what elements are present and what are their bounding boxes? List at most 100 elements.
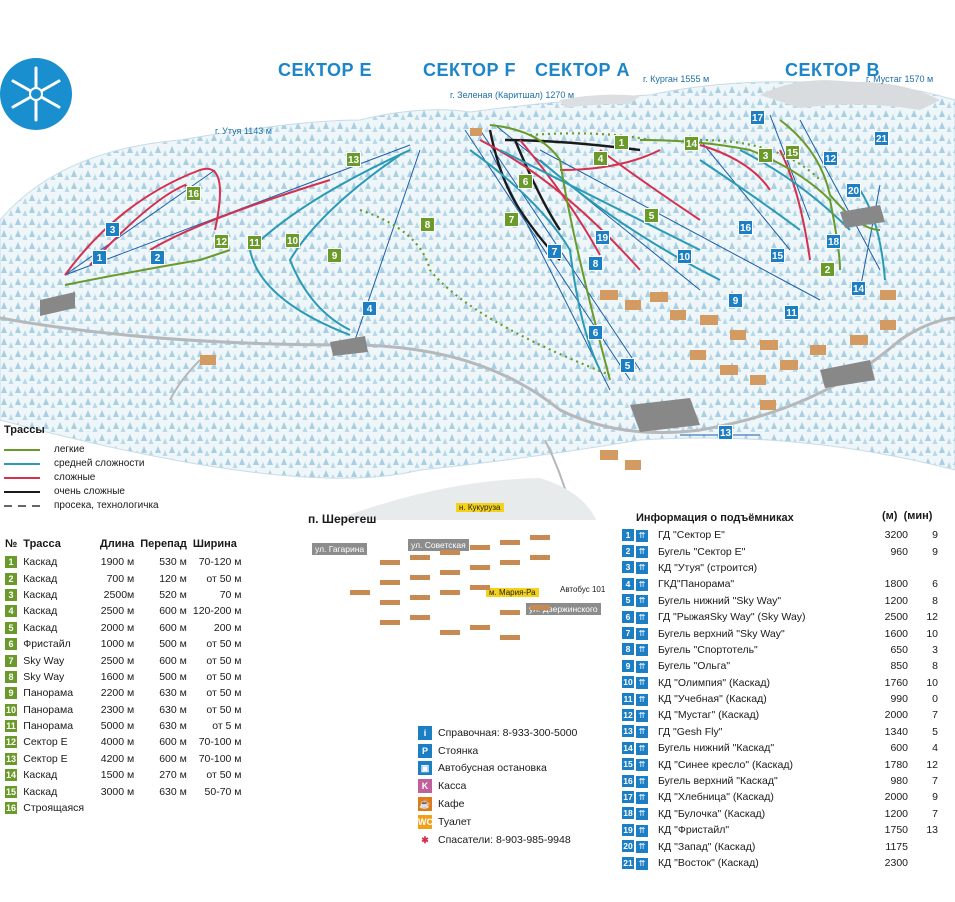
trail-badge-2[interactable]: 2 (820, 262, 835, 277)
resort-map: СЕКТОР E СЕКТОР F СЕКТОР A СЕКТОР B г. У… (0, 58, 955, 667)
lift-badge-9[interactable]: 9 (728, 293, 743, 308)
trail-length: 2500м (103, 588, 135, 601)
cafe-icon: ☕ (418, 797, 432, 812)
trail-badge-4[interactable]: 4 (593, 151, 608, 166)
lift-badge-6[interactable]: 6 (588, 325, 603, 340)
trail-badge-1[interactable]: 1 (614, 135, 629, 150)
trail-badge-7[interactable]: 7 (504, 212, 519, 227)
peak-kurgan: г. Курган 1555 м (643, 74, 709, 84)
lift-type-icon: ⇈ (636, 759, 648, 772)
lift-badge-13[interactable]: 13 (718, 425, 733, 440)
lift-badge-10[interactable]: 10 (677, 249, 692, 264)
lift-minutes: 3 (932, 643, 938, 656)
peak-height: 1143 м (243, 126, 272, 136)
legend-easy: легкие (4, 444, 85, 455)
legend-label: средней сложности (54, 458, 145, 469)
lift-number-badge: 11 (622, 692, 634, 705)
trail-badge-12[interactable]: 12 (214, 234, 229, 249)
lift-badge-19[interactable]: 19 (595, 230, 610, 245)
lift-badge-17[interactable]: 17 (750, 110, 765, 125)
trail-drop: 600 м (159, 736, 187, 749)
toilet-icon: WC (418, 814, 433, 829)
trails-header-row: № Трасса Длина Перепад Ширина (2, 538, 245, 554)
lift-number-badge: 21 (622, 856, 634, 869)
trail-badge-6[interactable]: 6 (518, 174, 533, 189)
lift-length: 1340 (884, 725, 908, 738)
lift-minutes (910, 560, 940, 576)
lift-badge-5[interactable]: 5 (620, 358, 635, 373)
col-trail: Трасса (23, 538, 61, 550)
lift-type-icon: ⇈ (636, 693, 648, 706)
lift-badge-20[interactable]: 20 (846, 183, 861, 198)
trail-length: 5000 м (100, 720, 135, 733)
lift-type-icon: ⇈ (636, 595, 648, 608)
lift-number-badge: 5 (622, 594, 634, 607)
lift-badge-3[interactable]: 3 (105, 222, 120, 237)
map-key-label: Стоянка (438, 744, 479, 757)
lift-badge-7[interactable]: 7 (547, 244, 562, 259)
lift-badge-4[interactable]: 4 (362, 301, 377, 316)
trail-number-badge: 3 (5, 588, 17, 601)
lift-type-icon: ⇈ (636, 857, 648, 870)
lift-minutes: 5 (932, 725, 938, 738)
lift-badge-11[interactable]: 11 (784, 305, 799, 320)
lift-length: 1760 (884, 676, 908, 689)
trail-number-badge: 16 (5, 802, 17, 815)
legend-title: Трассы (4, 424, 45, 436)
lift-name: Бугель нижний "Sky Way" (658, 594, 782, 607)
map-key-label: Касса (438, 780, 467, 793)
trail-name: Sky Way (23, 654, 65, 667)
trail-drop: 530 м (159, 556, 187, 569)
lift-type-icon: ⇈ (636, 562, 648, 575)
lift-badge-8[interactable]: 8 (588, 256, 603, 271)
peak-name: г. Мустаг (866, 74, 902, 84)
lift-type-icon: ⇈ (636, 611, 648, 624)
trail-badge-11[interactable]: 11 (247, 235, 262, 250)
lift-length: 1200 (884, 594, 908, 607)
lift-length: 980 (890, 775, 908, 788)
trail-badge-10[interactable]: 10 (285, 233, 300, 248)
trail-badge-16[interactable]: 16 (186, 186, 201, 201)
lift-badge-2[interactable]: 2 (150, 250, 165, 265)
lift-name: ГКД"Панорама" (658, 578, 735, 591)
trail-name: Панорама (23, 687, 74, 700)
lift-badge-15[interactable]: 15 (770, 248, 785, 263)
lift-length: 600 (890, 742, 908, 755)
legend-hard: сложные (4, 472, 95, 483)
trail-drop: 120 м (159, 572, 187, 585)
lift-badge-14[interactable]: 14 (851, 281, 866, 296)
trail-width: от 50 м (206, 572, 242, 585)
lift-number-cell: 9⇈ (620, 658, 656, 674)
street-gagarina: ул. Гагарина (312, 543, 368, 555)
trail-badge-3[interactable]: 3 (758, 148, 773, 163)
lift-name: КД "Восток" (Каскад) (658, 857, 759, 869)
trail-length: 2500 м (100, 654, 135, 667)
lift-badge-1[interactable]: 1 (92, 250, 107, 265)
trail-badge-13[interactable]: 13 (346, 152, 361, 167)
lift-minutes: 13 (926, 824, 938, 837)
trail-badge-14[interactable]: 14 (684, 136, 699, 151)
trail-badge-15[interactable]: 15 (785, 145, 800, 160)
trail-badge-8[interactable]: 8 (420, 217, 435, 232)
trail-badge-5[interactable]: 5 (644, 208, 659, 223)
trail-width: 200 м (213, 621, 242, 634)
trail-width: от 50 м (206, 687, 242, 700)
num-cell: 15 (2, 783, 20, 799)
lift-badge-16[interactable]: 16 (738, 220, 753, 235)
trail-badge-9[interactable]: 9 (327, 248, 342, 263)
trail-name: Каскад (23, 621, 58, 634)
lift-badge-18[interactable]: 18 (826, 234, 841, 249)
lift-badge-12[interactable]: 12 (823, 151, 838, 166)
map-key-item: ✱Спасатели: 8-903-985-9948 (418, 831, 577, 849)
lift-type-icon: ⇈ (636, 841, 648, 854)
lift-badge-21[interactable]: 21 (874, 131, 889, 146)
